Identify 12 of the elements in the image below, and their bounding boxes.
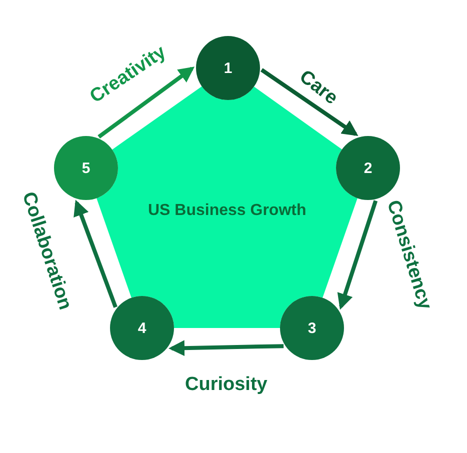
arrow bbox=[168, 340, 284, 356]
arrow bbox=[98, 66, 195, 138]
step-circle bbox=[110, 296, 174, 360]
center-label: US Business Growth bbox=[148, 202, 306, 220]
arrow bbox=[337, 200, 378, 310]
step-number: 5 bbox=[82, 160, 90, 176]
step-number: 3 bbox=[308, 320, 316, 336]
step-number: 1 bbox=[224, 60, 232, 76]
step-number: 4 bbox=[138, 320, 146, 336]
edge-label: Curiosity bbox=[185, 374, 268, 396]
step-number: 2 bbox=[364, 160, 372, 176]
arrow bbox=[260, 68, 358, 136]
